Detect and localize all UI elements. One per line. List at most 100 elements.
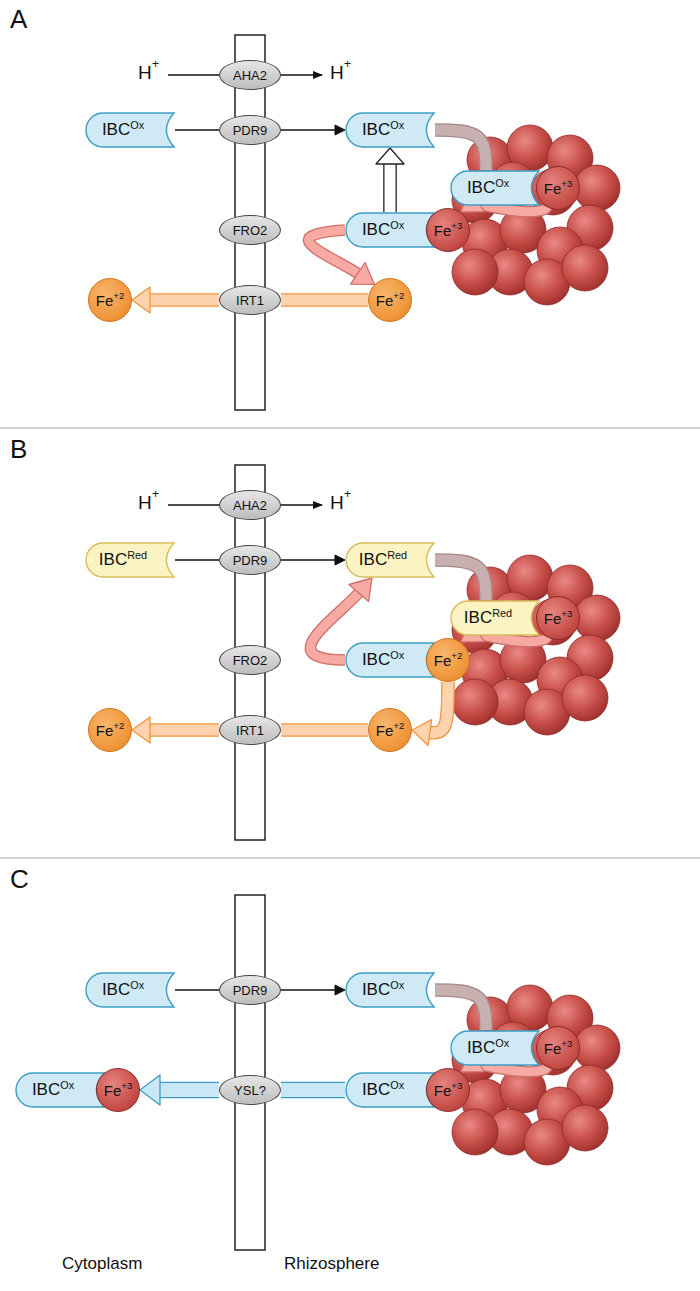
- node-text: IBC: [32, 1080, 60, 1100]
- arrow-body: [175, 559, 219, 561]
- arrow-connector: [132, 717, 219, 743]
- superscript-text: Red: [127, 549, 147, 561]
- arrow-body: [281, 129, 337, 131]
- superscript-text: Ox: [60, 1079, 74, 1091]
- arrow-body: [175, 989, 219, 991]
- node-text: Fe: [96, 292, 114, 309]
- node-text: Fe: [96, 722, 114, 739]
- arrow-connector: [132, 287, 219, 313]
- transporter-ellipse: IRT1: [219, 285, 281, 315]
- node-text: Fe: [434, 1082, 452, 1099]
- reduced-ibc-capsule: IBCRed: [345, 542, 435, 578]
- iron-sphere: [452, 1109, 498, 1155]
- node-text: Fe: [544, 610, 562, 627]
- arrow-outline: [147, 293, 219, 307]
- node-text: IBC: [362, 980, 390, 1000]
- reduced-ibc-capsule: IBCRed: [450, 600, 540, 636]
- transporter-ellipse: AHA2: [219, 60, 281, 90]
- arrow-head: [335, 555, 345, 565]
- capsule-shape: [346, 1073, 434, 1107]
- oxidized-ibc-capsule: IBCOx: [345, 972, 435, 1008]
- node-text: Fe: [434, 222, 452, 239]
- arrow-connector: [281, 555, 345, 565]
- arrow-body: [435, 990, 486, 1030]
- capsule-shape: [86, 973, 174, 1007]
- compartment-label: Cytoplasm: [62, 1254, 142, 1274]
- arrow-connector: [435, 560, 486, 600]
- iron-sphere: [562, 675, 608, 721]
- charge-label: +: [152, 487, 159, 501]
- superscript-text: +2: [393, 720, 404, 731]
- arrow-outline: [281, 1082, 345, 1099]
- arrow-connector: [175, 560, 219, 561]
- arrow-body: [435, 560, 486, 600]
- panel-separator: [0, 428, 700, 429]
- arrow-connector: [140, 1075, 219, 1105]
- node-text: IBC: [362, 220, 390, 240]
- arrow-body: [281, 1083, 345, 1097]
- node-text: IBC: [362, 1080, 390, 1100]
- transporter-ellipse: AHA2: [219, 490, 281, 520]
- node-text: YSL?: [234, 1083, 266, 1098]
- iron-sphere: [562, 245, 608, 291]
- capsule-shape: [86, 113, 174, 147]
- arrow-connector: [281, 300, 368, 301]
- arrow-connector: [175, 130, 219, 131]
- node-text: IBC: [362, 120, 390, 140]
- node-text: IBC: [362, 650, 390, 670]
- arrow-head: [412, 720, 432, 746]
- ferrous-iron-circle: Fe+2: [368, 278, 412, 322]
- node-text: IRT1: [236, 723, 264, 738]
- transporter-ellipse: IRT1: [219, 715, 281, 745]
- node-text: IBC: [359, 550, 387, 570]
- ferric-iron-circle: Fe+3: [536, 1026, 580, 1070]
- oxidized-ibc-capsule: IBCOx: [450, 1030, 540, 1066]
- transporter-ellipse: FRO2: [219, 215, 281, 245]
- arrow-outline: [157, 1082, 219, 1099]
- arrow-head: [140, 1075, 160, 1105]
- arrow-body: [281, 725, 368, 736]
- superscript-text: Ox: [130, 979, 144, 991]
- superscript-text: Ox: [495, 177, 509, 189]
- capsule-shape: [346, 113, 434, 147]
- node-text: Fe: [544, 1040, 562, 1057]
- oxidized-ibc-capsule: IBCOx: [345, 212, 435, 248]
- transporter-ellipse: YSL?: [219, 1075, 281, 1105]
- arrow-head: [376, 148, 404, 164]
- arrow-body: [175, 129, 219, 131]
- oxidized-ibc-capsule: IBCOx: [450, 170, 540, 206]
- arrow-connector: [175, 990, 219, 991]
- arrow-body: [157, 1083, 219, 1097]
- arrow-outline: [435, 990, 486, 1030]
- charge-label: +: [344, 57, 351, 71]
- superscript-text: Red: [387, 549, 407, 561]
- superscript-text: Ox: [390, 649, 404, 661]
- arrow-head: [349, 578, 372, 602]
- superscript-text: +3: [121, 1080, 132, 1091]
- oxidized-ibc-capsule: IBCOx: [85, 972, 175, 1008]
- node-text: Fe: [376, 292, 394, 309]
- compartment-label: Rhizosphere: [284, 1254, 379, 1274]
- transporter-ellipse: FRO2: [219, 645, 281, 675]
- arrow-connector: [435, 130, 486, 170]
- node-text: FRO2: [233, 223, 268, 238]
- arrow-body: [435, 130, 486, 170]
- node-text: IBC: [467, 178, 495, 198]
- node-text: IBC: [99, 550, 127, 570]
- node-text: IBC: [102, 980, 130, 1000]
- iron-oxide-cluster: [452, 125, 620, 1165]
- capsule-shape: [346, 543, 434, 577]
- superscript-text: Ox: [390, 979, 404, 991]
- ion-label: H: [138, 492, 152, 514]
- node-text: Fe: [376, 722, 394, 739]
- arrow-outline: [435, 560, 486, 600]
- superscript-text: +3: [451, 220, 462, 231]
- iron-sphere: [452, 249, 498, 295]
- superscript-text: +3: [561, 1038, 572, 1049]
- ferric-iron-circle: Fe+3: [426, 208, 470, 252]
- arrow-connector: [281, 985, 345, 995]
- node-text: Fe: [104, 1082, 122, 1099]
- arrow-connector: [376, 148, 404, 212]
- superscript-text: +3: [451, 1080, 462, 1091]
- arrow-outline: [147, 723, 219, 737]
